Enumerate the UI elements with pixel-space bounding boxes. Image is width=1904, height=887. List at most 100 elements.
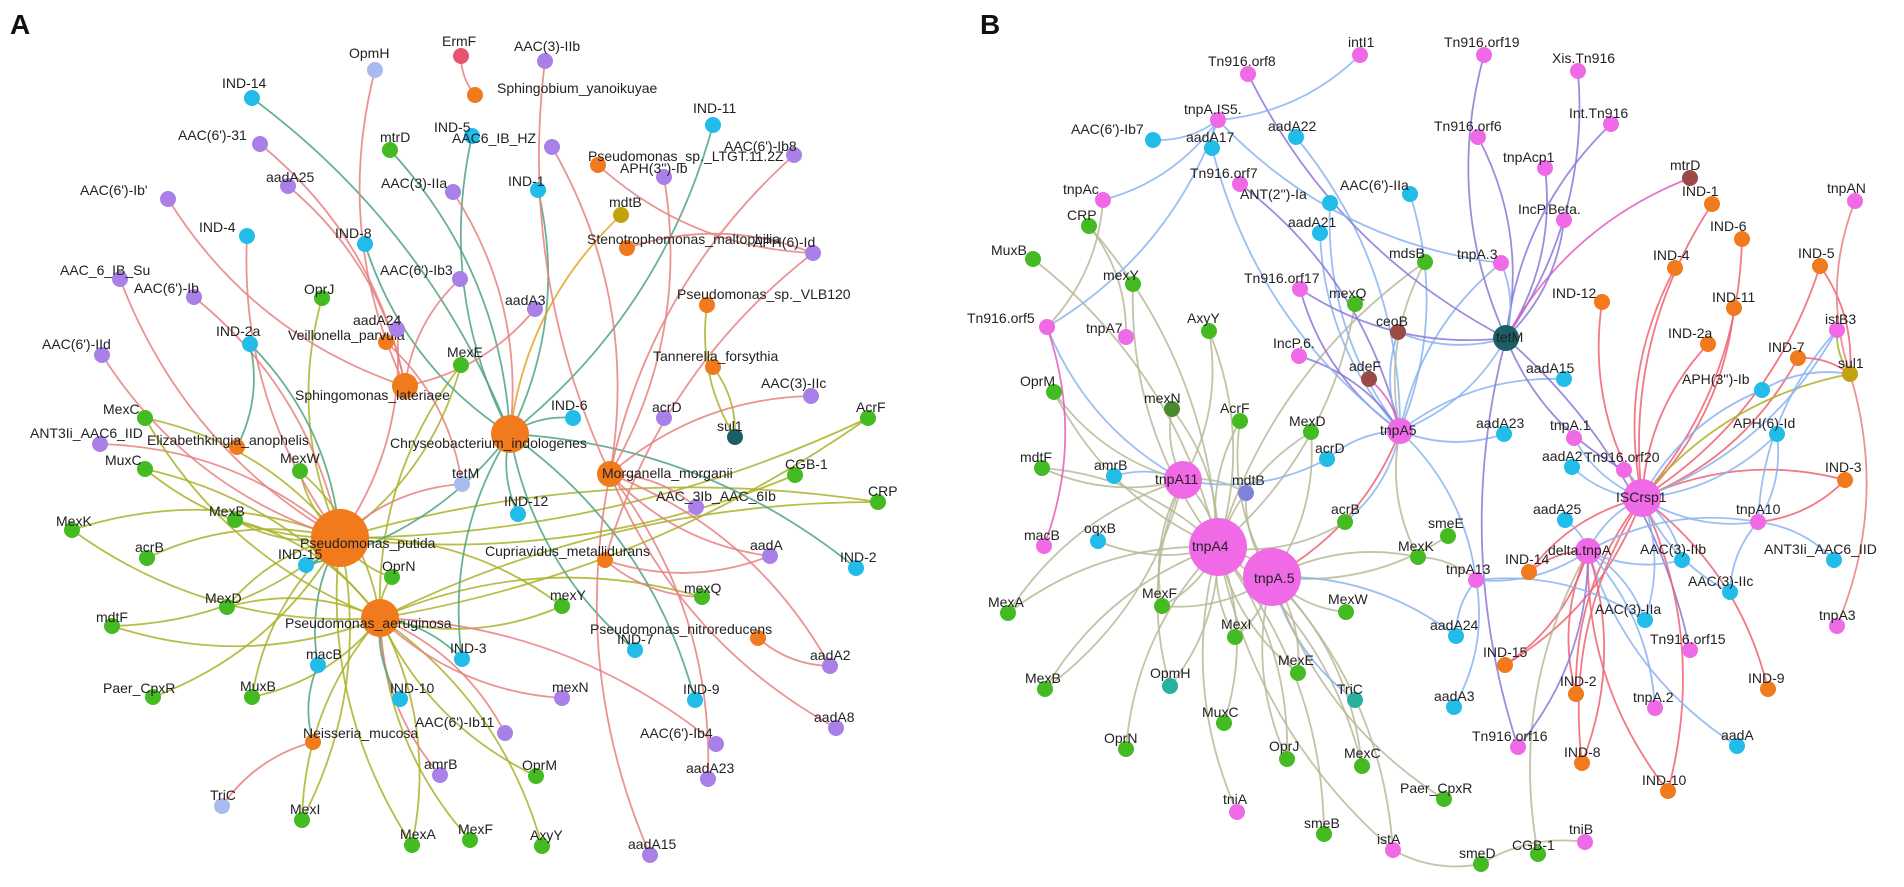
node-circle (1034, 460, 1050, 476)
network-node-tnpa11: tnpA11 (1155, 461, 1202, 499)
node-circle (244, 90, 260, 106)
node-label: MexE (447, 344, 483, 360)
node-circle (528, 768, 544, 784)
network-edge (1046, 199, 1104, 328)
node-circle (1470, 129, 1486, 145)
network-node-tn916o20: Tn916.orf20 (1584, 449, 1660, 478)
network-node-macb: macB (306, 646, 342, 673)
node-label: IND-7 (617, 631, 654, 647)
network-node-aac6ib8: AAC(6')-Ib8 (724, 138, 802, 163)
network-node-mexf: MexF (458, 821, 493, 848)
network-node-ind2: IND-2 (840, 549, 877, 576)
node-label: IND-5 (1798, 245, 1835, 261)
node-label: istA (1377, 831, 1401, 847)
node-label: Morganella_morganii (602, 465, 733, 481)
node-label: AAC(6')-Ib7 (1071, 121, 1144, 137)
node-circle (1145, 132, 1161, 148)
network-edge (1633, 267, 1676, 499)
network-node-tn916o6: Tn916.orf6 (1434, 118, 1502, 145)
network-node-ind6: IND-6 (551, 397, 588, 426)
node-circle (687, 692, 703, 708)
network-node-tnpan: tnpAN (1827, 180, 1866, 209)
network-node-ind9: IND-9 (683, 681, 720, 708)
node-circle (860, 410, 876, 426)
node-circle (1847, 193, 1863, 209)
network-edge (509, 433, 636, 651)
network-node-mtrd: mtrD (1670, 157, 1700, 186)
node-label: CGB-1 (785, 456, 828, 472)
node-circle (1243, 548, 1301, 606)
network-edge (609, 395, 812, 475)
network-node-ind2a: IND-2a (216, 323, 261, 352)
node-circle (1448, 628, 1464, 644)
node-label: OprM (522, 757, 557, 773)
node-circle (1829, 618, 1845, 634)
node-circle (305, 734, 321, 750)
node-circle (137, 461, 153, 477)
network-node-incpbeta: IncP.Beta. (1518, 201, 1581, 228)
network-node-aac6ibsu: AAC_6_IB_Su (60, 262, 150, 287)
network-edge (307, 297, 341, 539)
network-node-smeb: smeB (1304, 815, 1340, 842)
node-circle (1322, 195, 1338, 211)
node-label: mdtB (609, 194, 642, 210)
network-edge (1007, 479, 1184, 614)
network-node-aada15: aadA15 (1526, 360, 1574, 387)
node-circle (597, 552, 613, 568)
network-node-tric: TriC (210, 787, 236, 814)
network-edge (119, 278, 341, 539)
node-label: Cupriavidus_metallidurans (485, 543, 650, 559)
network-edge (1156, 479, 1184, 687)
network-edge (1217, 119, 1502, 264)
network-node-aac6ib3: AAC(6')-Ib3 (380, 262, 468, 287)
network-edge (604, 252, 814, 561)
network-edge (595, 473, 651, 856)
node-circle (229, 439, 245, 455)
network-node-crp: CRP (868, 483, 898, 510)
node-label: IncP.Beta. (1518, 201, 1581, 217)
network-node-tnpa2: tnpA.2 (1633, 689, 1674, 716)
network-edge (339, 474, 796, 546)
network-node-crp: CRP (1067, 207, 1097, 234)
node-circle (1704, 196, 1720, 212)
network-node-mexc: MexC (1344, 745, 1381, 774)
node-circle (357, 236, 373, 252)
network-node-ant2ia: ANT(2'')-Ia (1240, 186, 1338, 211)
node-circle (1594, 294, 1610, 310)
network-edge (167, 198, 406, 387)
network-edge (1131, 283, 1219, 548)
node-circle (1682, 170, 1698, 186)
node-circle (597, 461, 623, 487)
node-label: MexF (458, 821, 493, 837)
network-edge (1757, 479, 1846, 523)
network-edge (1505, 337, 1691, 651)
network-node-ind15: IND-15 (278, 546, 323, 573)
node-label: ceoB (1376, 313, 1408, 329)
node-circle (1575, 538, 1601, 564)
node-circle (1352, 47, 1368, 63)
network-edge (609, 176, 672, 475)
network-edge (379, 501, 879, 619)
node-circle (1037, 681, 1053, 697)
network-node-aada8: aadA8 (814, 709, 855, 736)
node-label: mexY (550, 587, 586, 603)
network-panel-b: intI1Tn916.orf8Tn916.orf19Xis.Tn916tnpA.… (967, 34, 1877, 872)
node-circle (1164, 461, 1202, 499)
node-label: OpmH (349, 45, 389, 61)
network-edge (404, 278, 461, 387)
node-label: Elizabethkingia_anophelis (147, 432, 309, 448)
network-node-aada15: aadA15 (628, 836, 676, 863)
node-label: MexI (290, 801, 320, 817)
network-edge (1819, 265, 1852, 375)
network-node-aac3iic: AAC(3)-IIc (761, 375, 826, 404)
node-circle (292, 463, 308, 479)
network-edge (1201, 546, 1238, 813)
node-label: MexW (280, 450, 320, 466)
node-label: OprJ (304, 281, 334, 297)
network-edge (1581, 550, 1606, 764)
node-label: tnpAcp1 (1503, 149, 1555, 165)
network-edge (236, 343, 255, 448)
network-node-aph3ib: APH(3'')-Ib (1682, 371, 1770, 398)
network-node-ind8: IND-8 (335, 225, 373, 252)
network-edge (1399, 262, 1502, 432)
